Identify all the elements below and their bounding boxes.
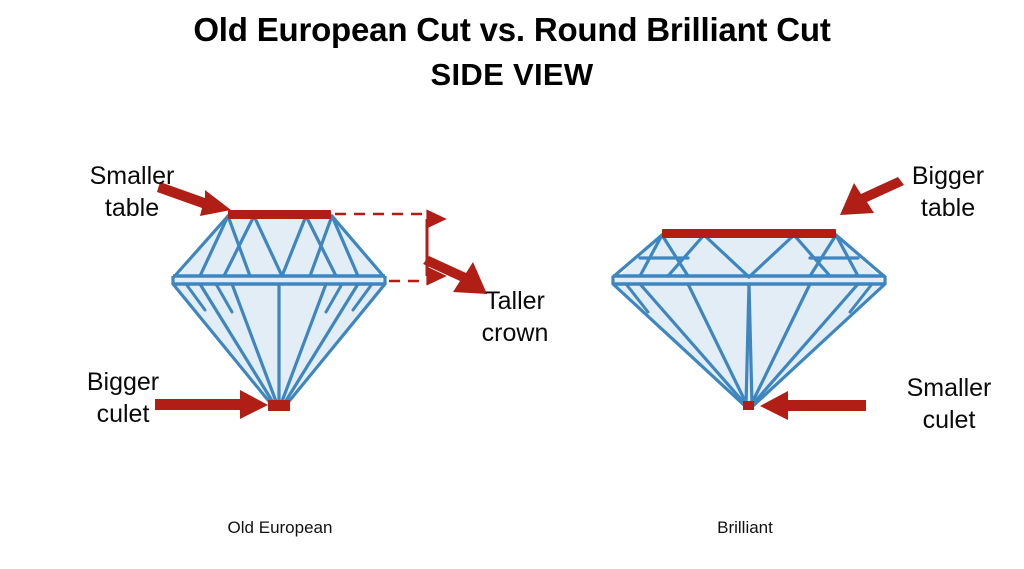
crown-height-measure [335,209,447,286]
arrow-bigger-culet [155,390,268,419]
label-smaller-culet-line2: culet [922,406,976,434]
label-smaller-table-line1: Smaller [89,162,175,190]
caption-brilliant: Brilliant [717,518,773,537]
old-european-culet-marker [268,400,290,411]
old-european-lower-girdle-ticks [184,282,374,314]
arrow-smaller-culet [760,391,866,420]
arrow-smaller-table [157,182,231,216]
title-block: Old European Cut vs. Round Brilliant Cut… [0,8,1024,98]
label-bigger-table: Bigger table [888,160,1008,224]
page-subtitle: SIDE VIEW [430,57,594,92]
label-bigger-table-line2: table [920,194,976,222]
old-european-pavilion-facets [171,282,387,407]
old-european-table-bar [228,210,331,219]
label-smaller-culet: Smaller culet [874,372,1024,436]
label-bigger-table-line1: Bigger [911,162,985,190]
label-bigger-culet-line2: culet [96,400,150,428]
label-smaller-table: Smaller table [52,160,212,224]
label-smaller-culet-line1: Smaller [906,374,992,402]
label-bigger-culet-line1: Bigger [86,368,160,396]
label-smaller-table-line2: table [104,194,160,222]
brilliant-pavilion-facets [611,282,887,408]
brilliant-lower-girdle-ticks [624,282,874,314]
label-bigger-culet: Bigger culet [48,366,198,430]
arrow-bigger-table [840,177,904,215]
label-taller-crown-line2: crown [481,319,549,347]
caption-old-european: Old European [227,518,333,537]
old-european-crown-facets [171,214,387,280]
diamond-brilliant [611,229,887,410]
diamond-old-european [171,210,387,411]
brilliant-table-bar [662,229,836,238]
brilliant-culet-marker [743,401,754,410]
page-title: Old European Cut vs. Round Brilliant Cut [193,11,831,48]
arrow-taller-crown [423,256,487,294]
label-taller-crown: Taller crown [440,285,590,349]
label-taller-crown-line1: Taller [485,287,545,315]
